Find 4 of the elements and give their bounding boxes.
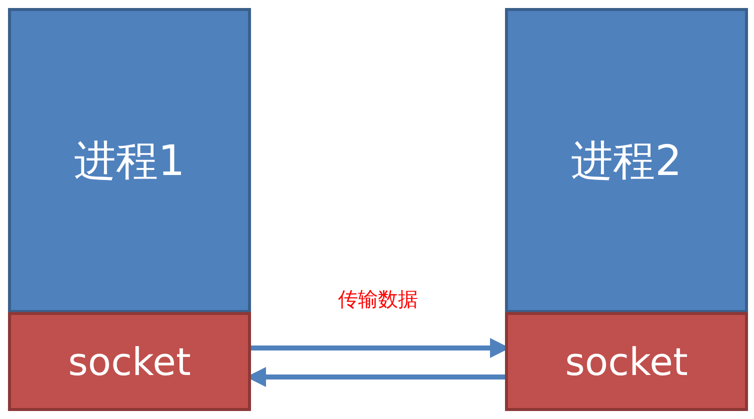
process-box: 进程1 (8, 8, 251, 313)
socket-box: socket (505, 312, 748, 411)
process-box: 进程2 (505, 8, 748, 313)
socket-box: socket (8, 312, 251, 411)
